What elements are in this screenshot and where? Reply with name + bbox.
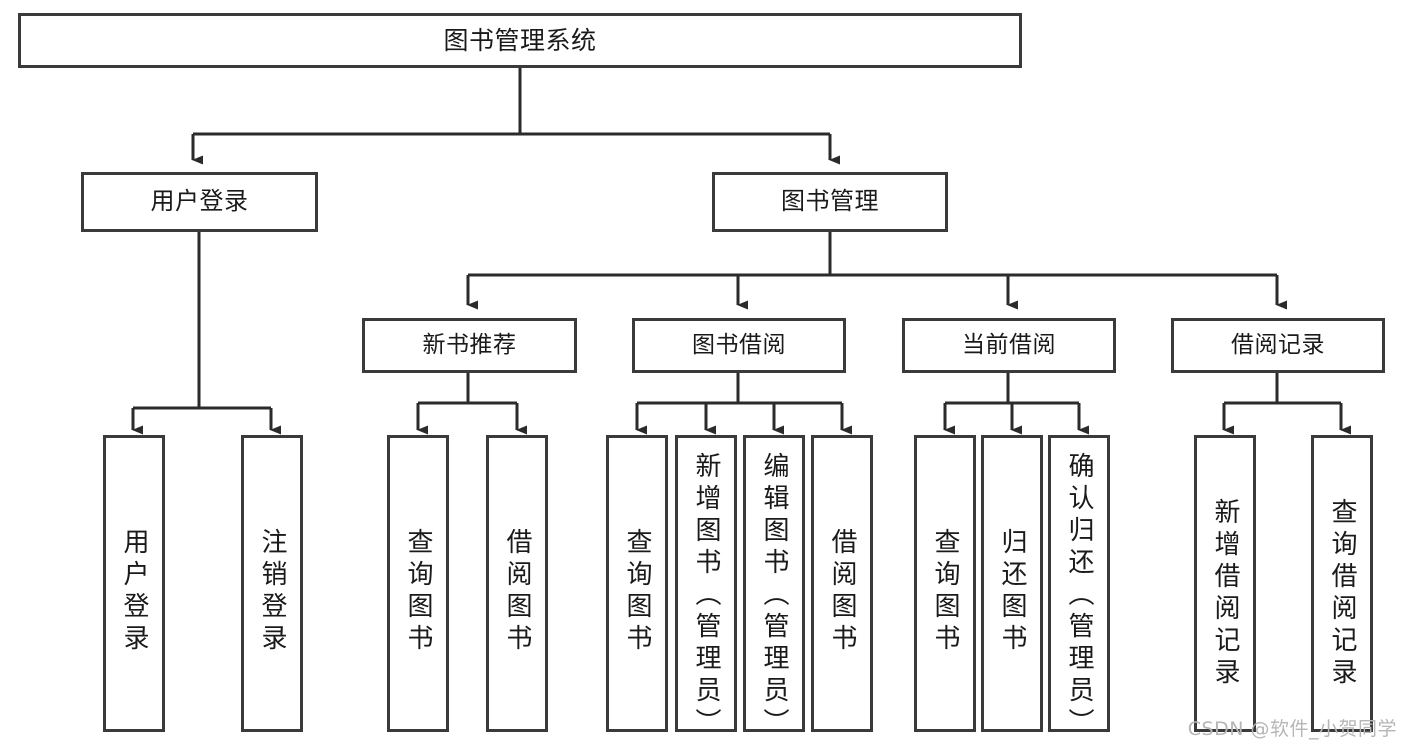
node-user-login[interactable]: 用户登录 [81, 172, 318, 232]
leaf-label: 新增图书（管理员） [691, 452, 721, 740]
leaf-book-borrow-add[interactable]: 新增图书（管理员） [675, 435, 737, 740]
leaf-label: 用户登录 [119, 528, 149, 656]
leaf-user-login-login[interactable]: 用户登录 [103, 435, 165, 732]
csdn-watermark: CSDN @软件_小贺同学 [1187, 718, 1397, 740]
node-book-management-label: 图书管理 [781, 187, 879, 216]
leaf-book-borrow-query[interactable]: 查询图书 [606, 435, 668, 732]
leaf-label: 借阅图书 [502, 528, 532, 656]
node-user-login-label: 用户登录 [150, 187, 249, 216]
node-book-borrow-label: 图书借阅 [692, 332, 786, 359]
leaf-current-borrow-query[interactable]: 查询图书 [914, 435, 976, 732]
leaf-new-book-query[interactable]: 查询图书 [387, 435, 449, 732]
leaf-label: 查询借阅记录 [1327, 498, 1357, 690]
leaf-label: 新增借阅记录 [1210, 498, 1240, 690]
node-borrow-record[interactable]: 借阅记录 [1171, 318, 1385, 373]
leaf-label: 归还图书 [997, 528, 1027, 656]
leaf-label: 借阅图书 [827, 528, 857, 656]
leaf-borrow-record-query[interactable]: 查询借阅记录 [1311, 435, 1373, 732]
leaf-user-login-logout[interactable]: 注销登录 [241, 435, 303, 732]
node-book-management[interactable]: 图书管理 [712, 172, 948, 232]
leaf-label: 编辑图书（管理员） [759, 452, 789, 740]
leaf-label: 查询图书 [930, 528, 960, 656]
node-current-borrow-label: 当前借阅 [962, 332, 1056, 359]
node-root[interactable]: 图书管理系统 [18, 13, 1022, 68]
leaf-book-borrow-edit[interactable]: 编辑图书（管理员） [743, 435, 805, 740]
node-new-book-recommend-label: 新书推荐 [422, 332, 517, 359]
leaf-current-borrow-return[interactable]: 归还图书 [981, 435, 1043, 732]
leaf-label: 查询图书 [622, 528, 652, 656]
leaf-label: 确认归还（管理员） [1064, 452, 1094, 740]
leaf-current-borrow-confirm[interactable]: 确认归还（管理员） [1048, 435, 1110, 740]
leaf-label: 查询图书 [403, 528, 433, 656]
leaf-new-book-borrow[interactable]: 借阅图书 [486, 435, 548, 732]
node-new-book-recommend[interactable]: 新书推荐 [362, 318, 577, 373]
node-root-label: 图书管理系统 [443, 26, 597, 55]
leaf-book-borrow-borrow[interactable]: 借阅图书 [811, 435, 873, 732]
leaf-label: 注销登录 [257, 528, 287, 656]
leaf-borrow-record-add[interactable]: 新增借阅记录 [1194, 435, 1256, 732]
node-current-borrow[interactable]: 当前借阅 [902, 318, 1116, 373]
node-book-borrow[interactable]: 图书借阅 [632, 318, 846, 373]
node-borrow-record-label: 借阅记录 [1231, 332, 1325, 359]
